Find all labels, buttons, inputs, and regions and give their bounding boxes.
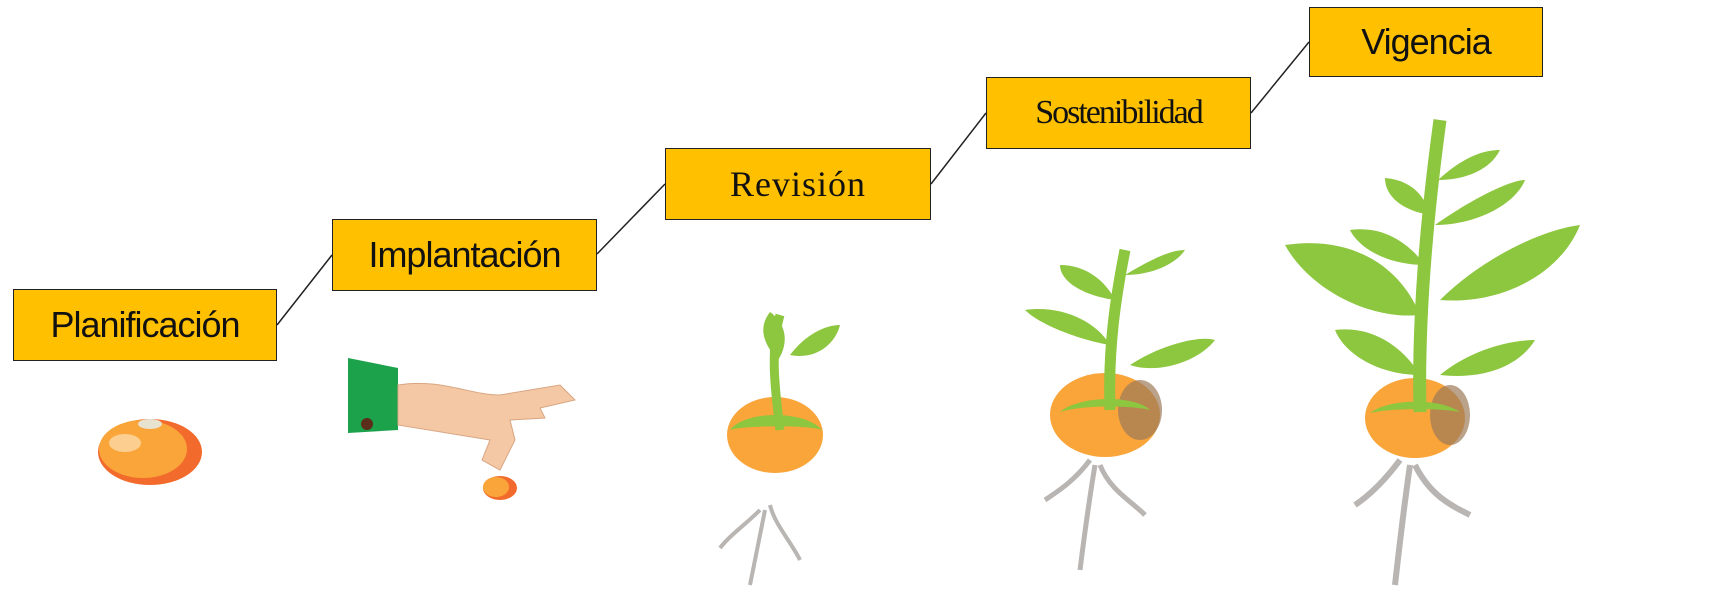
mature-plant-icon xyxy=(1285,119,1580,586)
connector-2 xyxy=(596,183,666,255)
connector-4 xyxy=(1250,41,1310,114)
stage-label: Sostenibilidad xyxy=(1035,94,1204,131)
stage-box-planificacion: Planificación xyxy=(13,289,277,361)
stage-label: Implantación xyxy=(368,234,561,275)
stage-box-revision: Revisión xyxy=(665,148,931,220)
stage-box-implantacion: Implantación xyxy=(332,219,597,291)
stage-box-vigencia: Vigencia xyxy=(1309,7,1543,77)
stage-label: Revisión xyxy=(729,164,866,204)
seed-icon xyxy=(98,419,202,485)
stage-label: Planificación xyxy=(50,304,240,345)
connector-3 xyxy=(930,112,987,185)
connector-lines xyxy=(276,41,1310,326)
young-plant-icon xyxy=(1025,248,1215,571)
connector-1 xyxy=(276,254,333,326)
hand-planting-seed-icon xyxy=(348,358,576,500)
stage-label: Vigencia xyxy=(1361,21,1491,62)
sprout-icon xyxy=(718,312,840,586)
stage-box-sostenibilidad: Sostenibilidad xyxy=(986,77,1251,149)
